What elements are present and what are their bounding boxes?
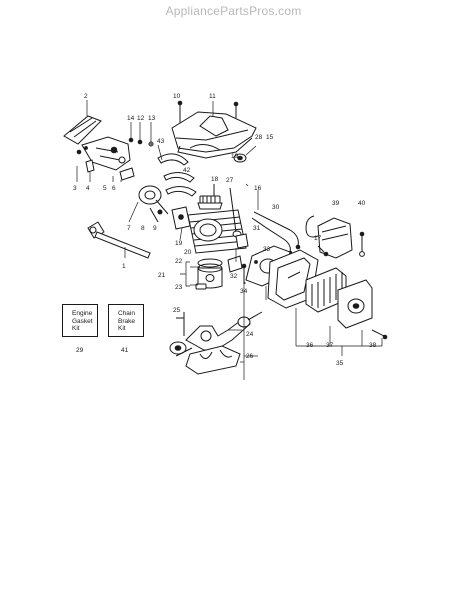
callout-10: 10 [173,93,181,100]
callout-24: 24 [246,331,254,338]
callout-7: 7 [127,225,131,232]
part-43-clip [157,144,189,166]
part-39-ignition-coil [305,215,353,259]
callout-13: 13 [148,115,156,122]
part-21-23-piston-assembly [180,258,223,290]
callout-9: 9 [153,225,157,232]
part-8-9-fasteners [149,199,169,223]
part-2-handle-grip [63,100,102,145]
callout-30: 30 [272,204,280,211]
callout-19-top: 19 [231,153,239,160]
callout-21: 21 [158,272,166,279]
callout-34: 34 [240,288,248,295]
part-20-cylinder [171,206,247,254]
callout-8: 8 [141,225,145,232]
chain-brake-kit-line2: Brake [118,317,135,325]
callout-20: 20 [184,249,192,256]
callout-33: 33 [263,246,271,253]
callout-1: 1 [122,263,126,270]
part-3-6-throttle-bracket [76,136,135,182]
part-17-clip [317,245,329,257]
callout-35: 35 [336,360,344,367]
chain-brake-kit-line1: Chain [118,310,135,317]
engine-gasket-kit-line1: Engine [72,310,93,317]
callout-17: 17 [314,235,322,242]
callout-25: 25 [173,307,181,314]
callout-39: 39 [332,200,340,207]
callout-37: 37 [326,342,334,349]
callout-numbers: 2 10 11 14 12 13 43 28 15 19 42 18 27 16… [73,93,377,367]
callout-22: 22 [175,258,183,265]
part-31-pin [235,233,249,249]
engine-gasket-kit-box: Engine Gasket Kit [62,304,98,337]
callout-43: 43 [157,138,165,145]
part-18-spark-plug [197,184,223,210]
chain-brake-kit-line3: Kit [118,325,126,332]
part-26-crankcase-half [185,345,241,375]
part-11-top-cover [171,100,257,159]
callout-16: 16 [254,185,262,192]
part-16-27-rod [229,183,249,238]
part-12-14-screws [128,122,154,147]
part-7-washer [128,185,162,223]
callout-40: 40 [358,200,366,207]
part-32-spacer [227,255,243,273]
part-42-seal-rings [163,172,197,197]
callout-11: 11 [209,93,216,100]
callout-4: 4 [86,185,90,192]
part-40-screw [359,231,365,257]
callout-3: 3 [73,185,77,192]
callout-42: 42 [183,167,191,174]
callout-18: 18 [211,176,219,183]
callout-26: 26 [246,353,254,360]
callout-23: 23 [175,284,183,291]
callout-27: 27 [226,177,234,184]
callout-15: 15 [266,134,274,141]
callout-14: 14 [127,115,135,122]
callout-leader-lines [228,190,383,380]
callout-19: 19 [175,240,183,247]
callout-12: 12 [137,115,145,122]
callout-2: 2 [84,93,88,100]
engine-gasket-kit-line2: Gasket [72,317,93,325]
part-1-combination-wrench [87,221,151,259]
callout-36: 36 [306,342,314,349]
callout-38: 38 [369,342,377,349]
callout-5: 5 [103,185,107,192]
engine-gasket-kit-number: 29 [76,347,84,354]
callout-6: 6 [112,185,116,192]
callout-31: 31 [253,225,261,232]
callout-28: 28 [255,134,263,141]
watermark: AppliancePartsPros.com [165,4,302,18]
engine-gasket-kit-line3: Kit [72,325,80,332]
chain-brake-kit-number: 41 [121,347,129,354]
chain-brake-kit-box: Chain Brake Kit [108,304,144,337]
part-38-screw [371,329,388,340]
part-37-filter-cover [337,279,373,329]
callout-32: 32 [230,273,238,280]
part-15-28-grommet [189,144,257,163]
